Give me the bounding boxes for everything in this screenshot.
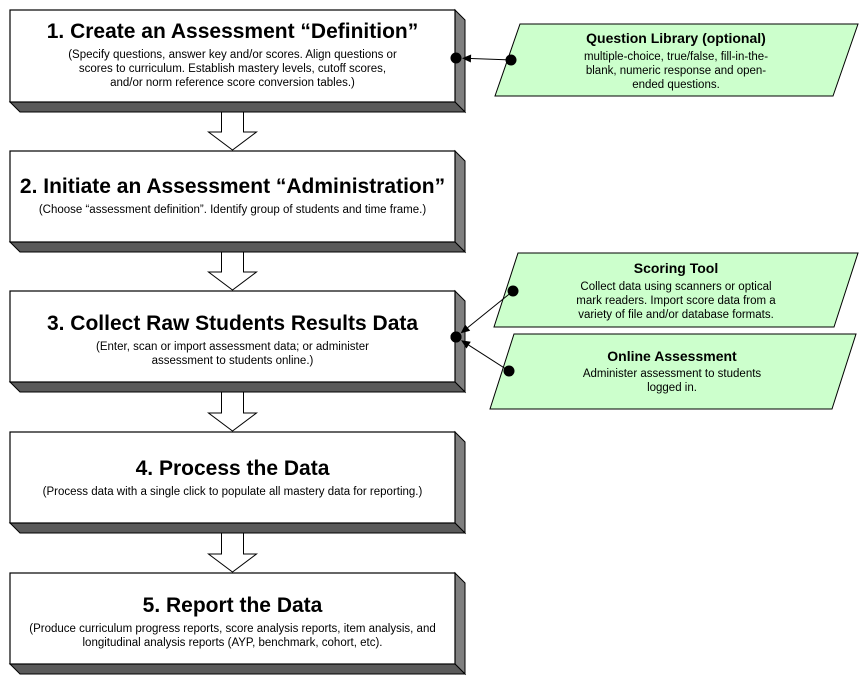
step-box-face	[9, 9, 456, 103]
side-input-description-line: variety of file and/or database formats.	[578, 309, 774, 321]
step-box-5: 5. Report the Data (Produce curriculum pr…	[8, 571, 467, 676]
step-description-line: (Process data with a single click to pop…	[43, 486, 423, 498]
connector-source-dot	[507, 285, 519, 297]
step-box-face	[9, 431, 456, 524]
side-input-description-line: Collect data using scanners or optical	[580, 281, 771, 293]
step-title: 4. Process the Data	[136, 457, 330, 480]
side-input-title: Question Library (optional)	[586, 30, 766, 46]
step-box-1: 1. Create an Assessment “Definition” (Spe…	[8, 8, 467, 114]
step-box-bottom	[8, 101, 467, 113]
connector-line	[467, 290, 514, 328]
step-description-line: scores to curriculum. Establish mastery …	[79, 63, 386, 75]
step-box-face	[9, 290, 456, 383]
side-input-title: Online Assessment	[607, 348, 737, 364]
step-box-face	[9, 572, 456, 665]
side-input-description-line: blank, numeric response and open-	[586, 65, 766, 77]
step-box-3: 3. Collect Raw Students Results Data (Ent…	[8, 289, 467, 394]
step-box-side	[454, 149, 466, 254]
side-input-description-line: logged in.	[647, 382, 697, 394]
side-input-shape	[489, 333, 857, 410]
step-description-line: (Choose “assessment definition”. Identif…	[39, 204, 427, 216]
connector-line	[468, 344, 510, 372]
step-description-line: (Enter, scan or import assessment data; …	[96, 341, 369, 353]
connector-arrowhead	[461, 54, 472, 63]
side-input-shape	[493, 252, 859, 328]
step-title: 3. Collect Raw Students Results Data	[47, 312, 418, 335]
connector-arrowhead	[460, 324, 471, 334]
step-title: 2. Initiate an Assessment “Administratio…	[20, 175, 445, 198]
side-input-description-line: multiple-choice, true/false, fill-in-the…	[584, 51, 768, 63]
side-input-title: Scoring Tool	[634, 260, 719, 276]
side-input-description-line: ended questions.	[632, 79, 720, 91]
step-description-line: longitudinal analysis reports (AYP, benc…	[83, 637, 383, 649]
step-description-line: (Produce curriculum progress reports, sc…	[29, 623, 436, 635]
step-box-side	[454, 571, 466, 676]
step-box-face	[9, 150, 456, 243]
side-input-1: Question Library (optional) multiple-choi…	[494, 23, 859, 97]
connector-source-dot	[503, 365, 515, 377]
step-title: 1. Create an Assessment “Definition”	[47, 20, 419, 43]
step-box-4: 4. Process the Data (Process data with a …	[8, 430, 467, 535]
connector-1	[450, 52, 517, 66]
connector-target-dot	[450, 52, 462, 64]
step-description-line: assessment to students online.)	[152, 355, 314, 367]
step-box-side	[454, 430, 466, 535]
side-input-description-line: Administer assessment to students	[583, 368, 762, 380]
step-title: 5. Report the Data	[143, 594, 323, 617]
side-input-description-line: mark readers. Import score data from a	[576, 295, 776, 307]
step-box-bottom	[8, 381, 467, 393]
side-input-shape	[494, 23, 859, 97]
step-box-2: 2. Initiate an Assessment “Administratio…	[8, 149, 467, 254]
connector-target-dot	[450, 331, 462, 343]
step-box-bottom	[8, 241, 467, 253]
step-box-bottom	[8, 663, 467, 675]
step-description-line: and/or norm reference score conversion t…	[110, 77, 355, 89]
connector-line	[470, 58, 512, 61]
connector-source-dot	[505, 54, 517, 66]
connector-3	[450, 331, 515, 377]
step-description-line: (Specify questions, answer key and/or sc…	[68, 49, 397, 61]
step-box-bottom	[8, 522, 467, 534]
connector-arrowhead	[461, 340, 471, 349]
